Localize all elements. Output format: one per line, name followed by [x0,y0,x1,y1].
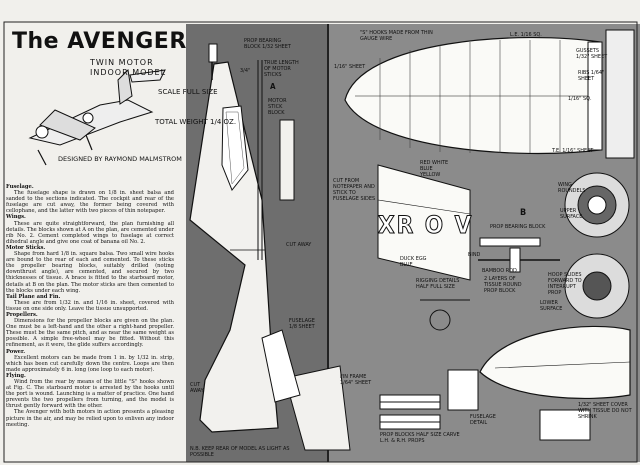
section-wings: Wings. These are quite straightforward, … [6,214,174,244]
prop-blocks [379,394,441,430]
construction-notes: Fuselage. The fuselage shape is drawn on… [6,184,174,428]
label-le: L.E. 1/16 sq. [510,32,542,38]
section-text: The fuselage shape is drawn on 1/8 in. s… [6,190,174,215]
label-te: T.E. 1/16" SHEET [552,148,594,154]
label-ribs: RIBS 1/64" SHEET [578,70,605,82]
fuselage-cross-section [447,369,591,441]
label-bamboo-rod: BAMBOO ROD [482,268,517,274]
section-tail: Tail Plane and Fin. These are from 1/32 … [6,294,174,312]
section-motor-sticks: Motor Sticks. Shape from hard 1/8 in. sq… [6,245,174,294]
subtitle: TWIN MOTOR INDOOR MODEL [90,58,167,77]
label-dim-3-4: 3/4" [240,68,251,74]
section-power: Power. Excellent motors can be made from… [6,349,174,373]
wing-plan [344,29,635,159]
label-hoop-slides: HOOP SLIDES FORWARD TO INTERRUPT PROP [548,272,582,296]
wing-roundels [564,172,630,319]
section-fuselage: Fuselage. The fuselage shape is drawn on… [6,184,174,214]
section-heading: Propellers. [6,311,38,318]
label-cut-away-low: CUT AWAY [190,382,204,394]
scale-label: SCALE FULL SIZE [158,88,218,96]
label-true-length: TRUE LENGTH OF MOTOR STICKS [264,60,299,78]
fin-frame [261,329,351,451]
section-text: Wind from the rear by means of the littl… [6,379,174,410]
label-sheet-116: 1/16" SHEET [334,64,366,70]
label-upper-surface: UPPER SURFACE [560,208,583,220]
label-fin-frame: FIN FRAME 1/64" SHEET [340,374,372,386]
section-flying: Flying. Wind from the rear by means of t… [6,373,174,428]
label-colors: RED WHITE BLUE YELLOW [420,160,449,178]
lower-wing [479,325,631,400]
designer-credit: DESIGNED BY RAYMOND MALMSTROM [58,155,182,163]
label-prop-bearing-b: PROP BEARING BLOCK [490,224,546,230]
label-fuselage-detail: FUSELAGE DETAIL [470,414,496,426]
label-rigging: RIGGING DETAILS HALF FULL SIZE [416,278,460,290]
tail-plane-panel [377,164,471,281]
section-heading: Power. [6,348,26,355]
page-title: The AVENGER [12,29,187,54]
label-keep-rear: N.B. KEEP REAR OF MODEL AS LIGHT AS POSS… [190,446,290,458]
registration-letters: XR O V [377,211,474,239]
title-block: The AVENGER TWIN MOTOR INDOOR MODEL [12,30,187,78]
section-text: The Avenger with both motors in action p… [6,409,174,428]
label-cut-away-mid: CUT AWAY [286,242,312,248]
motor-stick-bearing [208,43,218,63]
fuselage-profile [189,43,295,433]
label-tissue: 2 LAYERS OF TISSUE ROUND PROP BLOCK [484,276,522,294]
section-heading: Wings. [6,214,26,221]
section-text: Excellent motors can be made from 1 in. … [6,354,174,373]
section-text: Dimensions for the propeller blocks are … [6,318,174,349]
label-b: B [520,208,527,218]
section-text: Shape from hard 1/8 in. square balsa. Tw… [6,251,174,294]
section-text: These are quite straightforward, the pla… [6,220,174,245]
cockpit-cutaway [221,105,249,191]
motor-stick-block [279,119,295,201]
section-propellers: Propellers. Dimensions for the propeller… [6,312,174,349]
label-sq-116: 1/16" sq. [568,96,592,102]
avenger-illustration [28,68,166,166]
label-lower-surface: LOWER SURFACE [540,300,563,312]
total-weight-label: TOTAL WEIGHT 1/4 OZ. [155,118,237,126]
section-heading: Motor Sticks. [6,244,46,251]
label-bind: BIND [468,252,481,258]
section-text: These are from 1/32 in. and 1/16 in. she… [6,299,174,312]
label-sheet-cover: 1/32" SHEET COVER WITH TISSUE DO NOT SHR… [578,402,632,420]
section-heading: Flying. [6,372,26,379]
label-prop-bearing-top: PROP BEARING BLOCK 1/32 SHEET [244,38,291,50]
section-heading: Tail Plane and Fin. [6,293,61,300]
label-cut-from-notepaper: CUT FROM NOTEPAPER AND STICK TO FUSELAGE… [333,178,376,202]
section-heading: Fuselage. [6,184,34,190]
label-duck-egg: DUCK EGG BLUE [400,256,427,268]
sheet-border [3,21,638,463]
label-roundels: WING ROUNDELS [558,182,586,194]
label-gussets: GUSSETS 1/32" SHEET [576,48,608,60]
label-prop-blocks: PROP BLOCKS HALF SIZE CARVE L.H. & R.H. … [380,432,460,444]
label-a: A [270,82,276,91]
label-fuselage: FUSELAGE 1/8 SHEET [289,318,315,330]
rigging-detail [420,237,560,331]
label-motor-stick-block: MOTOR STICK BLOCK [268,98,287,116]
label-s-hooks: "S" HOOKS MADE FROM THIN GAUGE WIRE [360,30,433,42]
